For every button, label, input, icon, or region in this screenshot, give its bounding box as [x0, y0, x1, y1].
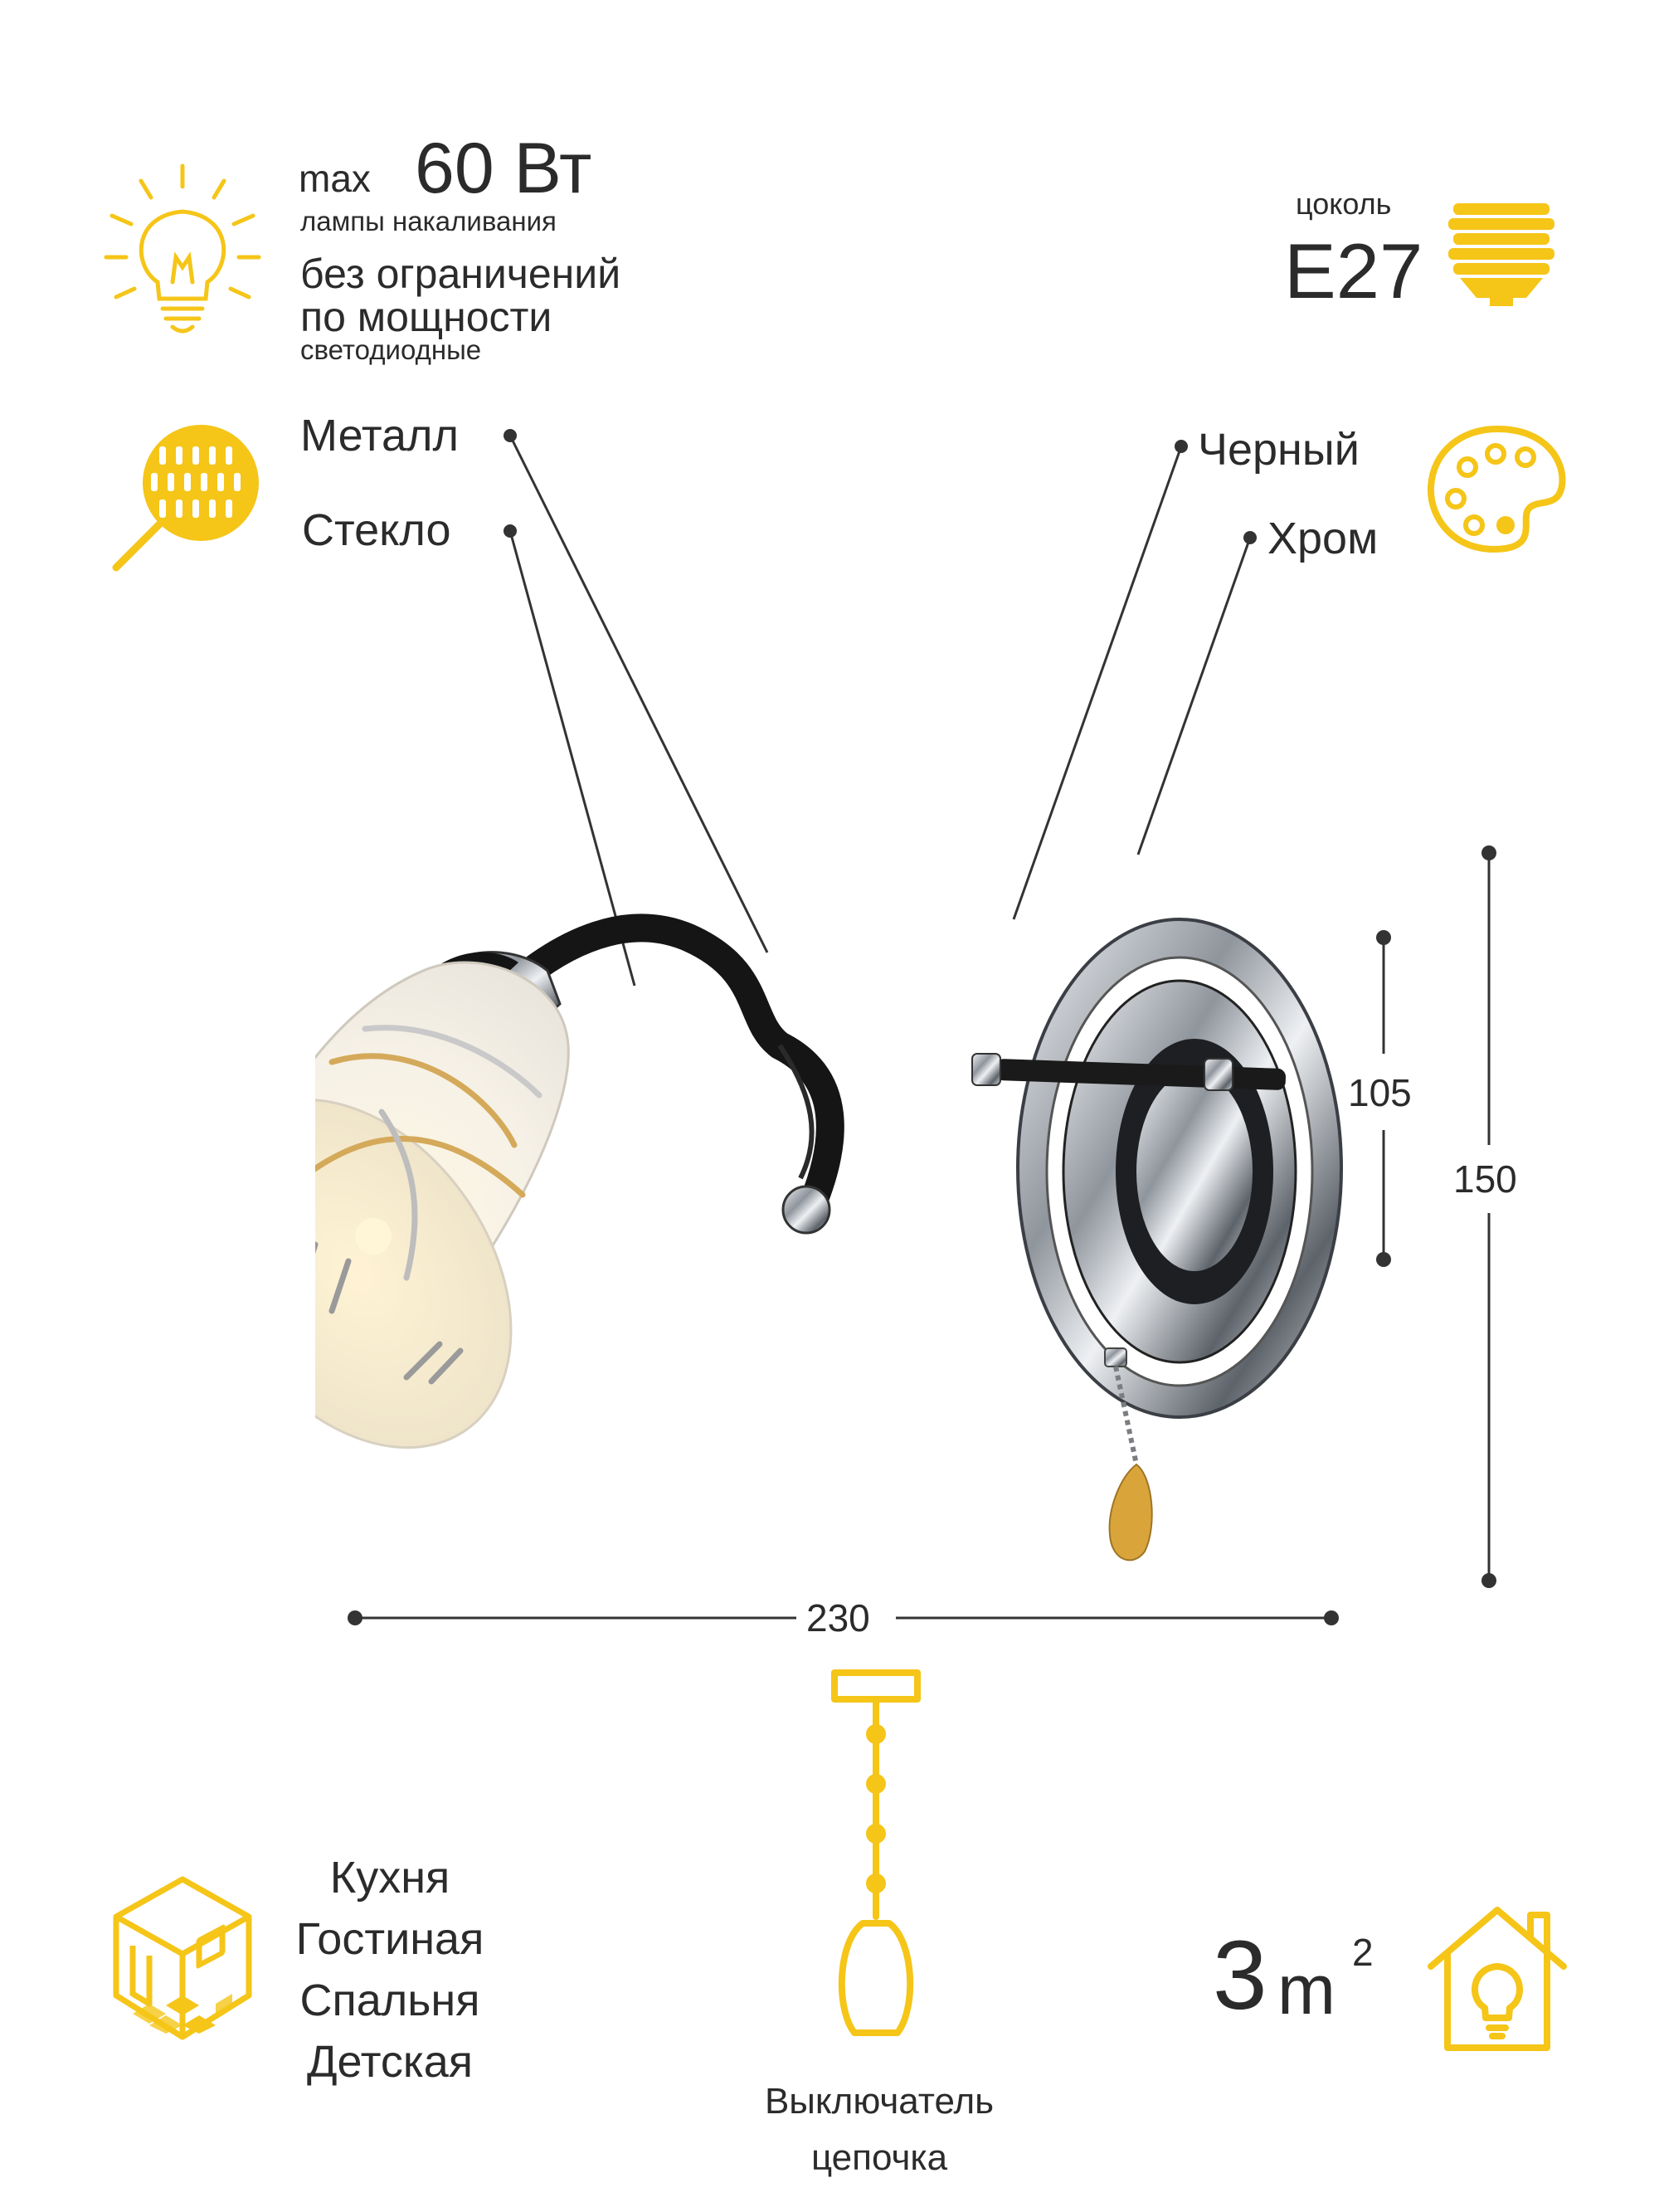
incandescent-label: лампы накаливания — [300, 206, 557, 236]
area-number: 3 — [1213, 1921, 1267, 2030]
socket-label: цоколь — [1296, 187, 1392, 221]
rooms-list: Кухня Гостиная Спальня Детская — [265, 1847, 514, 2093]
switch-label-line-1: Выключатель — [764, 2081, 995, 2122]
chain-switch-icon — [831, 1669, 921, 2036]
e27-socket-icon — [1448, 203, 1554, 306]
color-black: Черный — [1198, 425, 1360, 475]
room-interior-icon — [113, 1876, 252, 2040]
light-bulb-icon — [104, 163, 261, 334]
room-kitchen: Кухня — [329, 1853, 450, 1903]
plate-height-dimension: 105 — [1348, 1071, 1412, 1114]
material-glass: Стекло — [302, 505, 451, 555]
material-magnifier-icon — [112, 425, 259, 572]
socket-value: E27 — [1284, 227, 1423, 314]
area-superscript: 2 — [1352, 1931, 1374, 1974]
max-wattage: 60 Вт — [415, 129, 592, 208]
switch-label-line-2: цепочка — [810, 2137, 948, 2178]
sconce-illustration — [315, 914, 1343, 1562]
area-unit: m — [1277, 1951, 1335, 2029]
room-living: Гостиная — [295, 1914, 484, 1964]
led-line-1: без ограничений — [300, 251, 621, 297]
led-line-2: по мощности — [300, 294, 552, 340]
house-bulb-icon — [1428, 1907, 1567, 2051]
max-prefix: max — [299, 157, 371, 200]
material-metal: Металл — [300, 411, 460, 460]
led-line-3: светодиодные — [300, 334, 482, 365]
color-chrome: Хром — [1267, 514, 1379, 563]
room-bedroom: Спальня — [299, 1976, 480, 2025]
width-dimension: 230 — [806, 1596, 870, 1640]
color-palette-icon — [1427, 425, 1566, 553]
room-kids: Детская — [306, 2037, 474, 2087]
total-height-dimension: 150 — [1453, 1157, 1517, 1201]
